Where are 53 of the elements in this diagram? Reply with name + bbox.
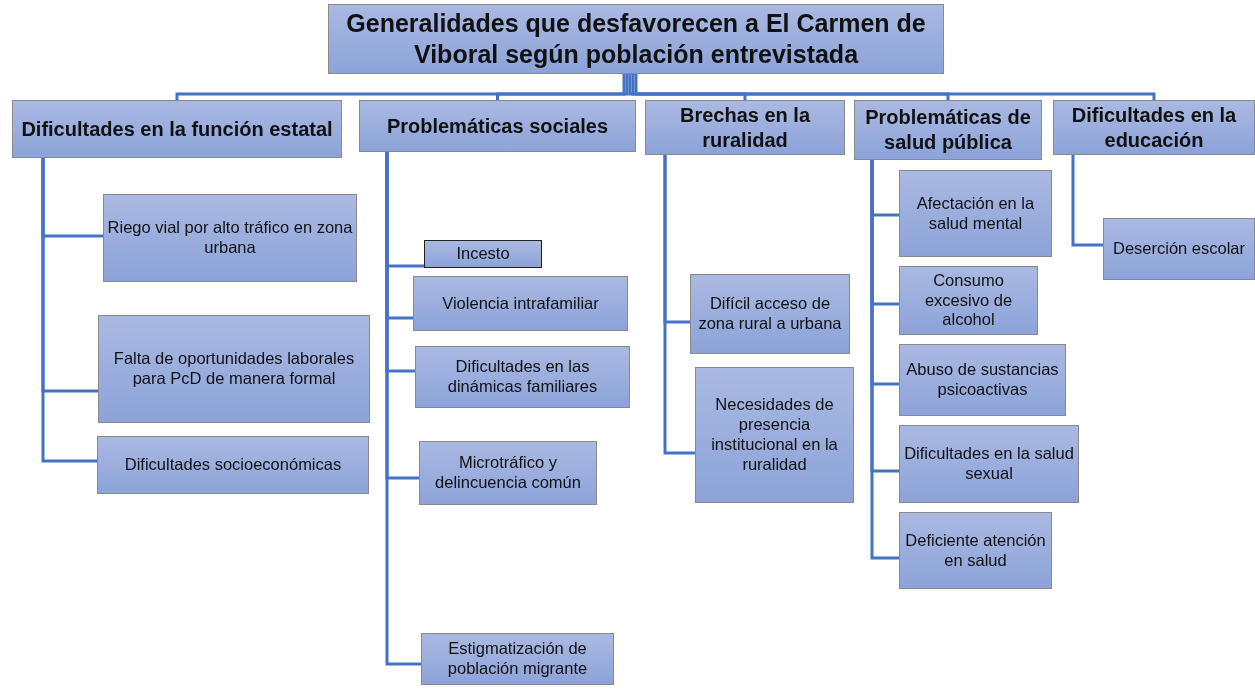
connector-line [496, 74, 629, 100]
item-label: Dificultades en las dinámicas familiares [446, 357, 599, 397]
item-label: Dificultades socioeconómicas [124, 455, 342, 475]
title-text: Generalidades que desfavorecen a El Carmen de Viboral según población entrevistada [345, 7, 927, 70]
item-box [97, 436, 369, 494]
item-box [695, 367, 854, 503]
item-box [899, 425, 1079, 503]
item-label: Deficiente atención en salud [904, 530, 1047, 571]
item-label: Dificultades en la salud sexual [903, 444, 1075, 484]
item-label: Incesto [456, 244, 510, 264]
connector-line [385, 152, 421, 666]
item-box [98, 315, 370, 423]
item-box [419, 441, 597, 505]
connector-line [631, 74, 950, 100]
category-box [1053, 100, 1255, 155]
item-label: Difícil acceso de zona rural a urbana [697, 294, 843, 334]
item-box [899, 170, 1052, 257]
category-box [359, 100, 636, 152]
item-box [899, 344, 1066, 416]
item-label: Afectación en la salud mental [915, 193, 1036, 234]
item-box [415, 346, 630, 408]
item-box [421, 633, 614, 685]
connector-line [175, 74, 626, 100]
category-label: Problemáticas sociales [386, 113, 609, 139]
item-label: Consumo excesivo de alcohol [923, 270, 1014, 331]
item-box [1103, 218, 1255, 280]
category-label: Dificultades en la función estatal [21, 116, 333, 142]
category-box [645, 100, 845, 155]
connector-line [663, 155, 695, 455]
item-label: Necesidades de presencia institucional en la ruralidad [710, 395, 839, 475]
item-label: Falta de oportunidades laborales para PcD de manera formal [112, 349, 356, 389]
category-label: Dificultades en la educación [1070, 102, 1238, 153]
item-label: Deserción escolar [1112, 239, 1246, 259]
item-box [899, 266, 1038, 335]
connector-line [870, 160, 899, 560]
connector-line [41, 158, 97, 463]
category-box [12, 100, 342, 158]
item-box [690, 274, 850, 354]
connector-line [1071, 155, 1103, 247]
connector-line [634, 74, 1156, 100]
item-box [103, 194, 357, 282]
category-box [854, 100, 1042, 160]
item-label: Violencia intrafamiliar [442, 293, 599, 314]
item-label: Riego vial por alto tráfico en zona urbana [107, 218, 353, 258]
item-box [899, 512, 1052, 589]
item-label: Estigmatización de población migrante [446, 639, 589, 679]
connector-line [628, 74, 747, 100]
category-label: Problemáticas de salud pública [864, 105, 1032, 155]
item-label: Abuso de sustancias psicoactivas [905, 360, 1060, 400]
item-box [424, 240, 542, 268]
item-label: Microtráfico y delincuencia común [434, 453, 582, 493]
item-box [413, 276, 628, 331]
category-label: Brechas en la ruralidad [678, 102, 812, 153]
